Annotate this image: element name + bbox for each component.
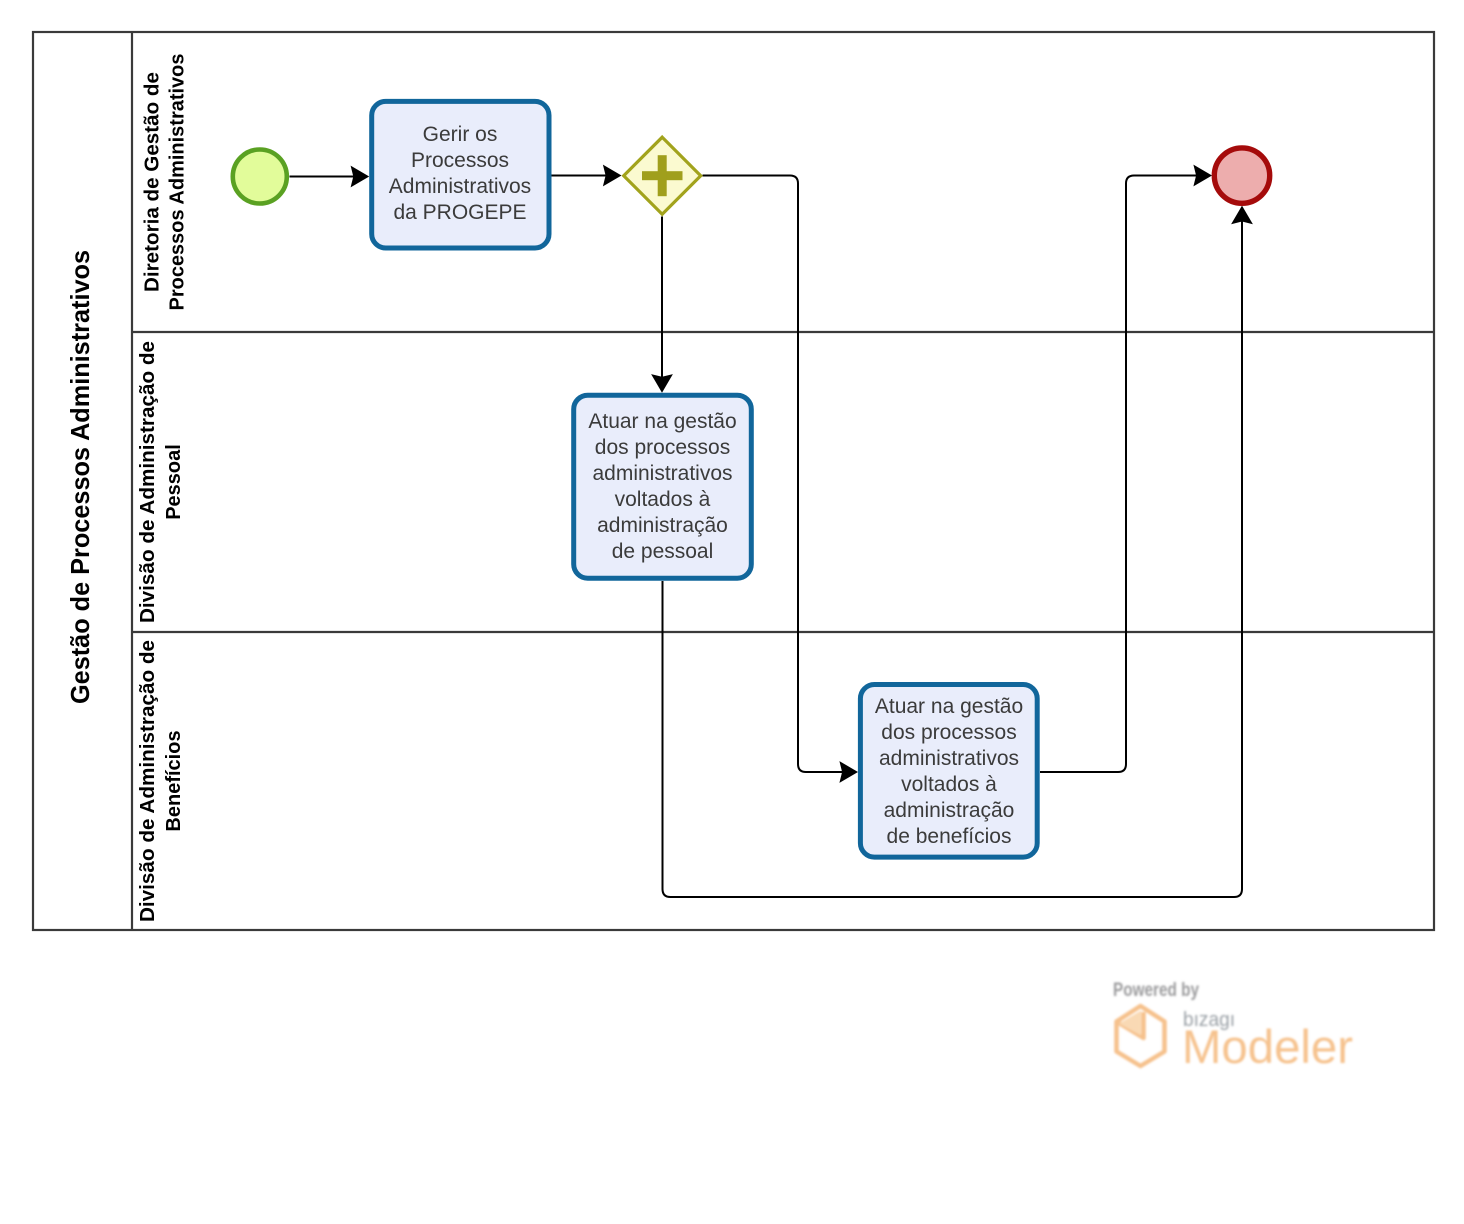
- svg-text:Gestão de Processos Administra: Gestão de Processos Administrativos: [65, 250, 95, 704]
- svg-text:administrativos: administrativos: [592, 462, 732, 485]
- svg-text:Divisão de Administração de: Divisão de Administração de: [137, 341, 159, 623]
- svg-text:de benefícios: de benefícios: [887, 825, 1012, 848]
- svg-text:Pessoal: Pessoal: [163, 444, 185, 520]
- svg-text:Atuar na gestão: Atuar na gestão: [875, 695, 1023, 718]
- svg-text:Divisão de Administração de: Divisão de Administração de: [137, 640, 159, 922]
- svg-text:Powered by: Powered by: [1113, 980, 1199, 1001]
- svg-text:Administrativos: Administrativos: [389, 175, 531, 198]
- svg-text:de pessoal: de pessoal: [612, 540, 714, 563]
- svg-text:Processos Administrativos: Processos Administrativos: [167, 54, 189, 311]
- svg-text:dos processos: dos processos: [881, 721, 1016, 744]
- svg-text:bızagı: bızagı: [1183, 1009, 1235, 1031]
- svg-text:Modeler: Modeler: [1182, 1020, 1353, 1073]
- svg-text:Diretoria de Gestão de: Diretoria de Gestão de: [142, 72, 164, 292]
- svg-text:administração: administração: [884, 799, 1015, 822]
- svg-text:administração: administração: [597, 514, 728, 537]
- svg-text:voltados à: voltados à: [615, 488, 711, 511]
- svg-text:Atuar na gestão: Atuar na gestão: [588, 410, 736, 433]
- svg-text:dos processos: dos processos: [595, 436, 730, 459]
- svg-text:voltados à: voltados à: [901, 773, 997, 796]
- svg-text:Processos: Processos: [411, 149, 509, 172]
- svg-text:Gerir os: Gerir os: [423, 123, 498, 146]
- svg-text:Benefícios: Benefícios: [163, 730, 185, 831]
- svg-text:da PROGEPE: da PROGEPE: [393, 201, 526, 224]
- svg-text:administrativos: administrativos: [879, 747, 1019, 770]
